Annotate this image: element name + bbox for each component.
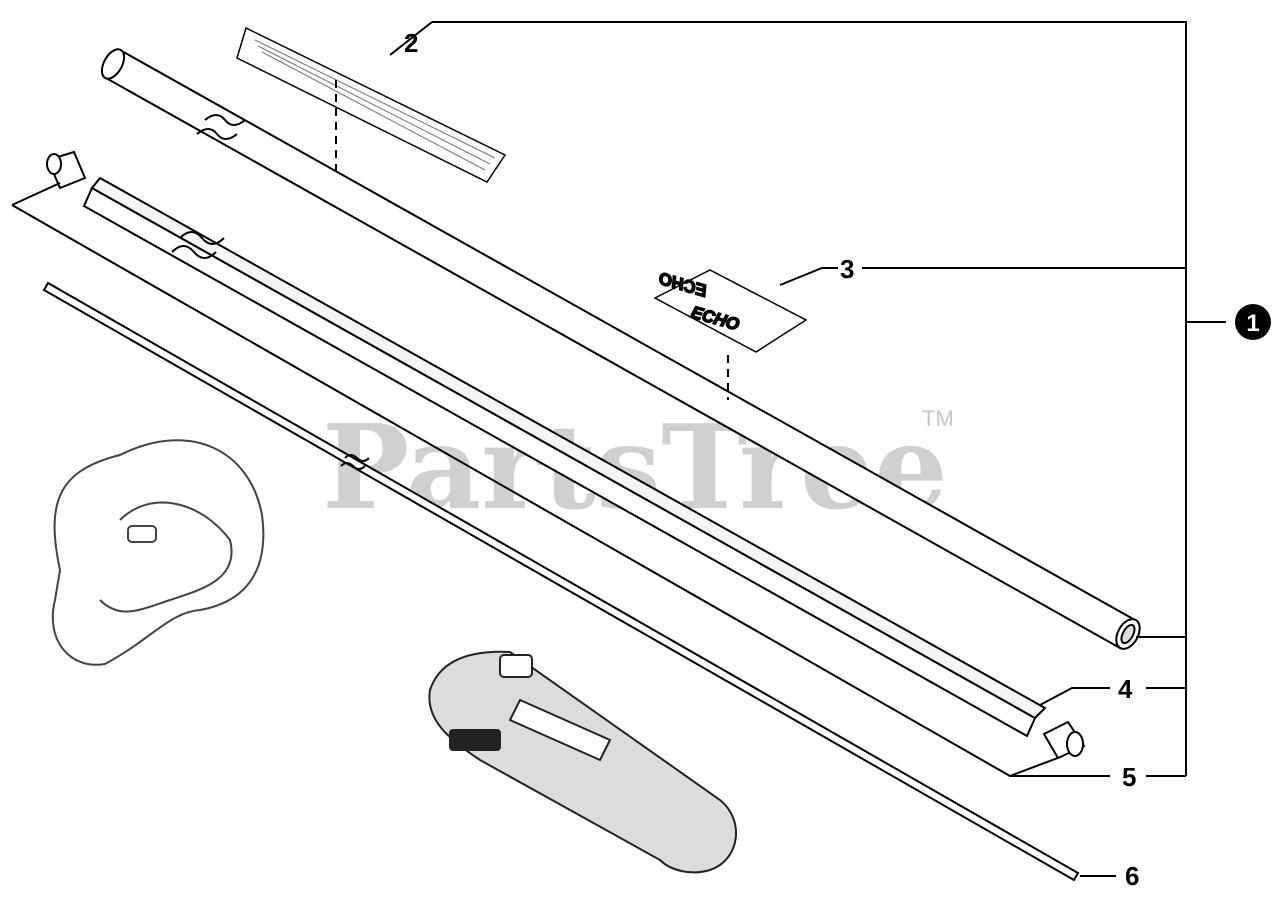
callout-5-label: 5 xyxy=(1122,762,1136,792)
callout-2-label: 2 xyxy=(404,28,418,58)
bushing-right xyxy=(1042,720,1086,760)
shaft-liner xyxy=(82,176,1047,738)
bushing-left xyxy=(46,150,87,190)
echo-logo-decal: ECHO ECHO xyxy=(653,268,808,353)
outer-tube xyxy=(100,48,1141,650)
callout-6-label: 6 xyxy=(1125,861,1139,891)
drive-shaft xyxy=(42,281,1080,882)
handle-logo: ECHO xyxy=(455,733,493,748)
front-handle xyxy=(51,439,265,666)
watermark-trademark: TM xyxy=(922,406,954,431)
callout-4-label: 4 xyxy=(1118,674,1133,704)
callout-3-label: 3 xyxy=(840,254,854,284)
rear-handle: ECHO xyxy=(428,650,737,874)
callout-1-label: 1 xyxy=(1246,310,1259,337)
warning-label-decal xyxy=(236,26,507,183)
callout-1: 1 xyxy=(1235,304,1271,340)
leader-lines xyxy=(11,21,1226,877)
